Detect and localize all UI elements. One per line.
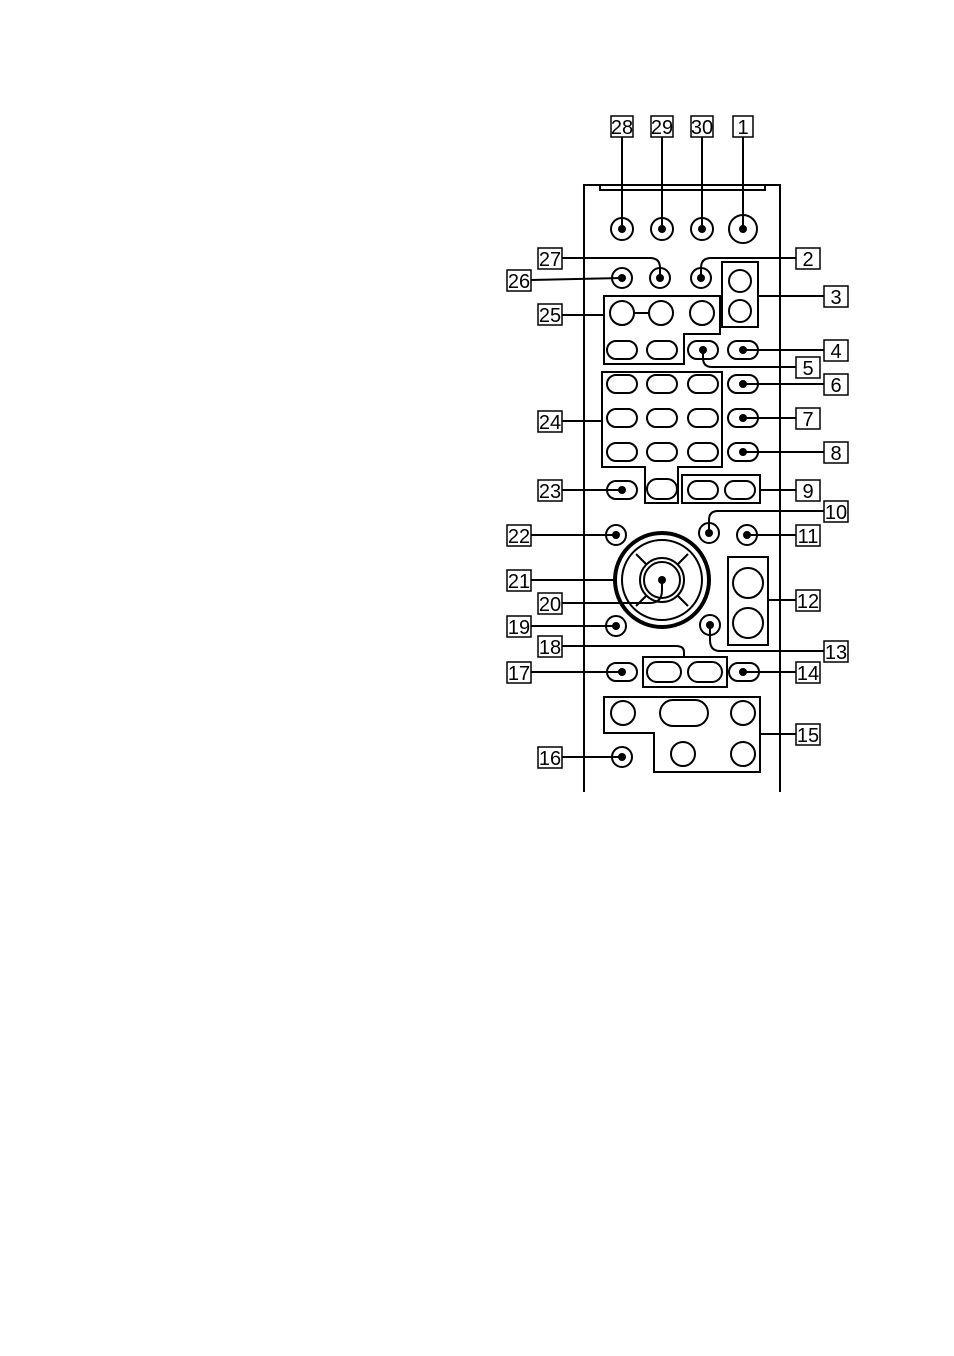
button-12a[interactable] — [733, 568, 763, 598]
button-25c[interactable] — [690, 301, 714, 325]
key-5[interactable] — [647, 409, 677, 427]
callout-16: 16 — [539, 748, 561, 770]
callout-22: 22 — [508, 526, 530, 548]
row-17-18-14 — [607, 657, 759, 687]
group-15 — [604, 697, 760, 772]
key-7[interactable] — [607, 443, 637, 461]
callout-4: 4 — [830, 341, 841, 363]
callout-23: 23 — [539, 481, 561, 503]
callout-5: 5 — [802, 358, 813, 380]
key-8[interactable] — [647, 443, 677, 461]
callout-13: 13 — [825, 642, 847, 664]
button-9a[interactable] — [688, 481, 718, 499]
callout-27: 27 — [539, 249, 561, 271]
key-3[interactable] — [688, 375, 718, 393]
callout-17: 17 — [508, 663, 530, 685]
callout-26: 26 — [508, 271, 530, 293]
callout-21: 21 — [508, 571, 530, 593]
button-25d[interactable] — [607, 341, 637, 359]
callout-7: 7 — [802, 409, 813, 431]
callout-19: 19 — [508, 617, 530, 639]
button-15b[interactable] — [660, 700, 708, 726]
key-2[interactable] — [647, 375, 677, 393]
callout-9: 9 — [802, 481, 813, 503]
callout-1: 1 — [737, 117, 748, 139]
callout-12: 12 — [797, 591, 819, 613]
button-15e[interactable] — [731, 742, 755, 766]
navigation-cluster — [606, 523, 768, 645]
button-25e[interactable] — [647, 341, 677, 359]
button-3a[interactable] — [729, 270, 751, 292]
callout-2: 2 — [802, 249, 813, 271]
key-0[interactable] — [647, 479, 677, 499]
callout-28: 28 — [611, 117, 633, 139]
key-4[interactable] — [607, 409, 637, 427]
number-pad-24 — [602, 372, 760, 503]
callout-18: 18 — [539, 637, 561, 659]
button-15d[interactable] — [671, 742, 695, 766]
button-15c[interactable] — [731, 701, 755, 725]
button-9b[interactable] — [725, 481, 755, 499]
callout-14: 14 — [797, 663, 819, 685]
key-1[interactable] — [607, 375, 637, 393]
top-row-buttons — [611, 215, 757, 243]
button-12b[interactable] — [733, 608, 763, 638]
button-15a[interactable] — [611, 701, 635, 725]
callout-11: 11 — [798, 526, 819, 548]
callout-29: 29 — [651, 117, 673, 139]
button-3b[interactable] — [729, 300, 751, 322]
callout-6: 6 — [830, 375, 841, 397]
callout-3: 3 — [830, 287, 841, 309]
callout-25: 25 — [539, 305, 561, 327]
button-18b[interactable] — [688, 662, 722, 682]
callout-20: 20 — [539, 594, 561, 616]
button-25a[interactable] — [610, 301, 634, 325]
callout-30: 30 — [691, 117, 713, 139]
callout-8: 8 — [830, 443, 841, 465]
button-25b[interactable] — [649, 301, 673, 325]
callout-24: 24 — [539, 412, 561, 434]
key-6[interactable] — [688, 409, 718, 427]
key-9[interactable] — [688, 443, 718, 461]
button-18a[interactable] — [647, 662, 681, 682]
callout-10: 10 — [825, 502, 847, 524]
callout-15: 15 — [797, 725, 819, 747]
